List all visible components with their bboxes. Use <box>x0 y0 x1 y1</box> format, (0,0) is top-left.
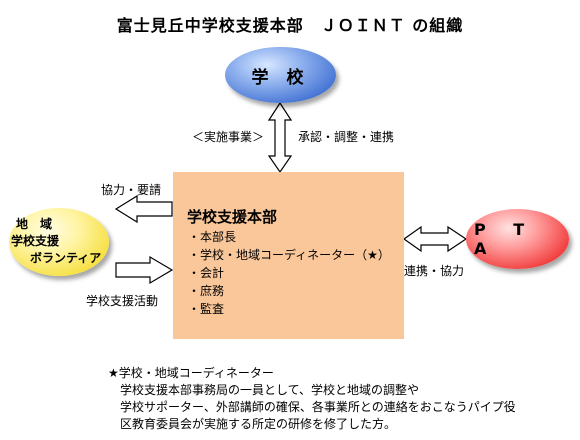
note-line: 学校サポーター、外部講師の確保、各事業所との連絡をおこなうパイプ役 <box>120 400 516 414</box>
region-label-line-3: ボランティア <box>30 251 102 265</box>
hq-box <box>173 172 404 339</box>
region-volunteer-node <box>9 208 109 276</box>
note-heading: ★学校・地域コーディネーター <box>108 366 274 380</box>
hq-member-item: ・本部長 <box>188 230 237 244</box>
region-to-hq-arrow <box>115 255 174 285</box>
hq-member-list: ・本部長 ・学校・地域コーディネーター（★） ・会計 ・庶務 ・監査 <box>188 228 390 318</box>
edge-label-pta-cooperation: 連携・協力 <box>404 264 465 278</box>
hq-member-item: ・学校・地域コーディネーター（★） <box>188 248 390 262</box>
hq-member-item: ・監査 <box>188 302 225 316</box>
hq-pta-double-arrow <box>402 225 468 253</box>
edge-label-approval: 承認・調整・連携 <box>298 130 395 144</box>
edge-label-cooperation-request: 協力・要請 <box>101 183 162 197</box>
note-line: 学校支援本部事務局の一員として、学校と地域の調整や <box>120 383 420 397</box>
page-title: 富士見丘中学校支援本部 ＪＯＩＮＴ の組織 <box>116 16 464 35</box>
hq-member-item: ・会計 <box>188 266 225 280</box>
pta-node: P T A <box>466 209 569 269</box>
pta-label: P T A <box>474 220 536 258</box>
region-label-line-1: 地 域 <box>16 217 53 231</box>
school-hq-double-arrow <box>267 101 293 174</box>
region-label-line-2: 学校支援 <box>11 234 60 248</box>
school-node: 学 校 <box>225 47 336 103</box>
edge-label-implementation: ＜実施事業＞ <box>192 130 265 144</box>
school-label: 学 校 <box>251 67 310 88</box>
note-line: 区教育委員会が実施する所定の研修を修了した方。 <box>120 417 397 431</box>
coordinator-note: ★学校・地域コーディネーター 学校支援本部事務局の一員として、学校と地域の調整や… <box>108 365 516 433</box>
edge-label-support-activity: 学校支援活動 <box>86 294 159 308</box>
hq-to-region-arrow <box>114 194 173 224</box>
hq-title: 学校支援本部 <box>187 208 278 226</box>
hq-member-item: ・庶務 <box>188 284 225 298</box>
